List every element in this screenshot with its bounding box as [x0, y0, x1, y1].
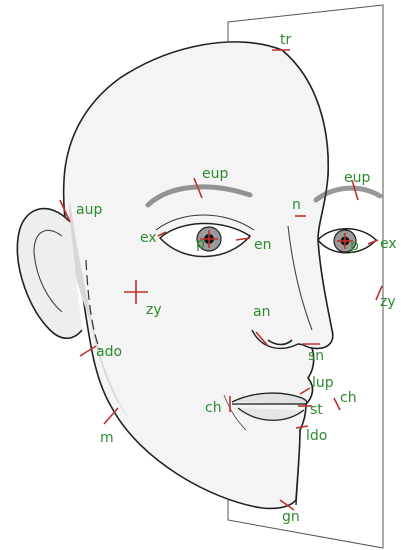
- label-ch-left: ch: [205, 400, 222, 416]
- label-aup: aup: [76, 202, 102, 218]
- label-zy-left: zy: [146, 302, 162, 318]
- label-ex-left: ex: [140, 230, 157, 246]
- label-an: an: [253, 304, 270, 320]
- label-tr: tr: [280, 32, 291, 48]
- label-sn: sn: [308, 348, 324, 364]
- label-zy-right: zy: [380, 294, 396, 310]
- label-eup-left: eup: [202, 166, 228, 182]
- label-p-left: p: [196, 236, 205, 252]
- label-eup-right: eup: [344, 170, 370, 186]
- label-m: m: [100, 430, 114, 446]
- label-ch-right: ch: [340, 390, 357, 406]
- label-gn: gn: [282, 509, 300, 525]
- label-ado: ado: [96, 344, 122, 360]
- label-en: en: [254, 237, 272, 253]
- label-p-right: p: [350, 238, 359, 254]
- label-ex-right: ex: [380, 236, 397, 252]
- label-n: n: [292, 197, 301, 213]
- label-st: st: [310, 402, 323, 418]
- label-lup: lup: [312, 375, 334, 391]
- label-ldo: ldo: [306, 428, 327, 444]
